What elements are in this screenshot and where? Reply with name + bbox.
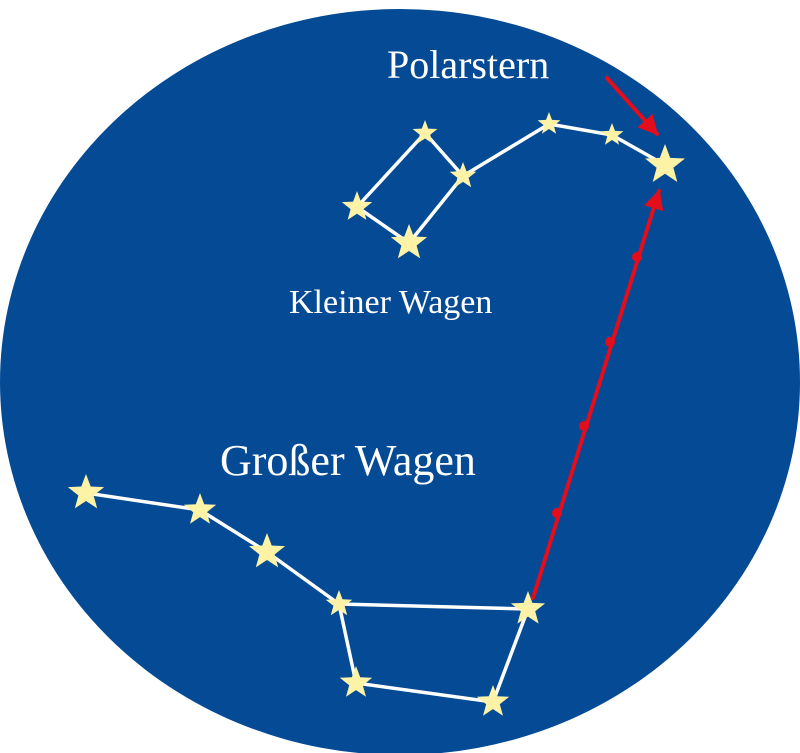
big-dipper-handle-line — [84, 491, 341, 606]
pointer-dot — [552, 508, 562, 518]
star-icon — [537, 112, 561, 134]
star-icon — [449, 162, 477, 188]
night-sky-disc — [0, 9, 800, 753]
star-icon — [67, 474, 105, 509]
star-icon — [248, 533, 286, 568]
star-icon — [476, 685, 510, 716]
pointer-to-polaris — [531, 76, 664, 600]
star-icon — [325, 590, 353, 616]
star-icon — [600, 123, 624, 145]
little-dipper-label: Kleiner Wagen — [289, 284, 492, 321]
pointer-dot — [605, 337, 615, 347]
polaris-label: Polarstern — [387, 42, 549, 87]
star-icon — [510, 591, 546, 624]
pointer-dot — [632, 252, 642, 262]
little-dipper-handle-line — [461, 122, 667, 178]
star-icon — [412, 120, 438, 144]
star-icon — [341, 191, 373, 220]
star-icon — [390, 224, 428, 259]
pointer-dot — [579, 421, 589, 431]
star-icon — [183, 493, 217, 524]
polaris-label-arrow — [605, 76, 659, 136]
stars — [67, 112, 685, 716]
star-icon — [339, 666, 373, 697]
big-dipper-label: Großer Wagen — [220, 436, 476, 485]
polaris-star-icon — [645, 144, 685, 182]
